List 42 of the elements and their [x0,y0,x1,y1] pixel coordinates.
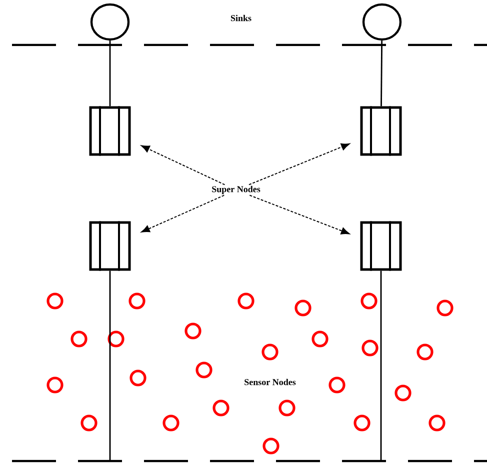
sensor-circle [262,438,280,454]
sink-circle [90,3,130,41]
super-node-box [360,221,402,271]
sensor-circle [428,414,446,432]
sensor-circle [196,362,212,378]
tether-line [109,40,111,106]
sensor-circle [46,376,64,394]
sensor-circle [436,300,454,316]
sensor-circle [70,330,88,348]
arrow [249,194,350,234]
sensor-circle [80,414,98,432]
arrow [141,194,225,232]
sensor-circle [294,300,312,316]
sensor-circle [108,330,124,348]
sensor-circle [278,400,296,416]
super-node-box [89,106,131,156]
sensor-circle [212,400,230,416]
sensor-circle [184,322,202,340]
caption-label: Sensor Nodes [244,378,296,386]
sensor-circle [312,330,328,348]
sensor-circle [354,414,370,432]
caption-label: Sinks [230,14,252,22]
arrow [141,145,226,186]
sensor-circle [46,292,64,310]
super-node-box [360,106,402,156]
tether-line [380,40,383,106]
node-label: Super Nodes [210,184,262,196]
sensor-circle [130,370,146,386]
sink-circle [362,3,402,41]
sensor-circle [262,344,278,360]
super-node-box [89,221,131,271]
sensor-circle [238,292,254,310]
sensor-circle [328,376,346,394]
sensor-circle [360,292,378,310]
sensor-circle [162,414,180,432]
sensor-circle [394,384,412,402]
sensor-circle [416,344,434,360]
sensor-circle [362,340,378,356]
tether-line [109,270,111,461]
arrow [248,143,350,186]
sensor-circle [128,292,146,310]
tether-line [380,270,382,461]
